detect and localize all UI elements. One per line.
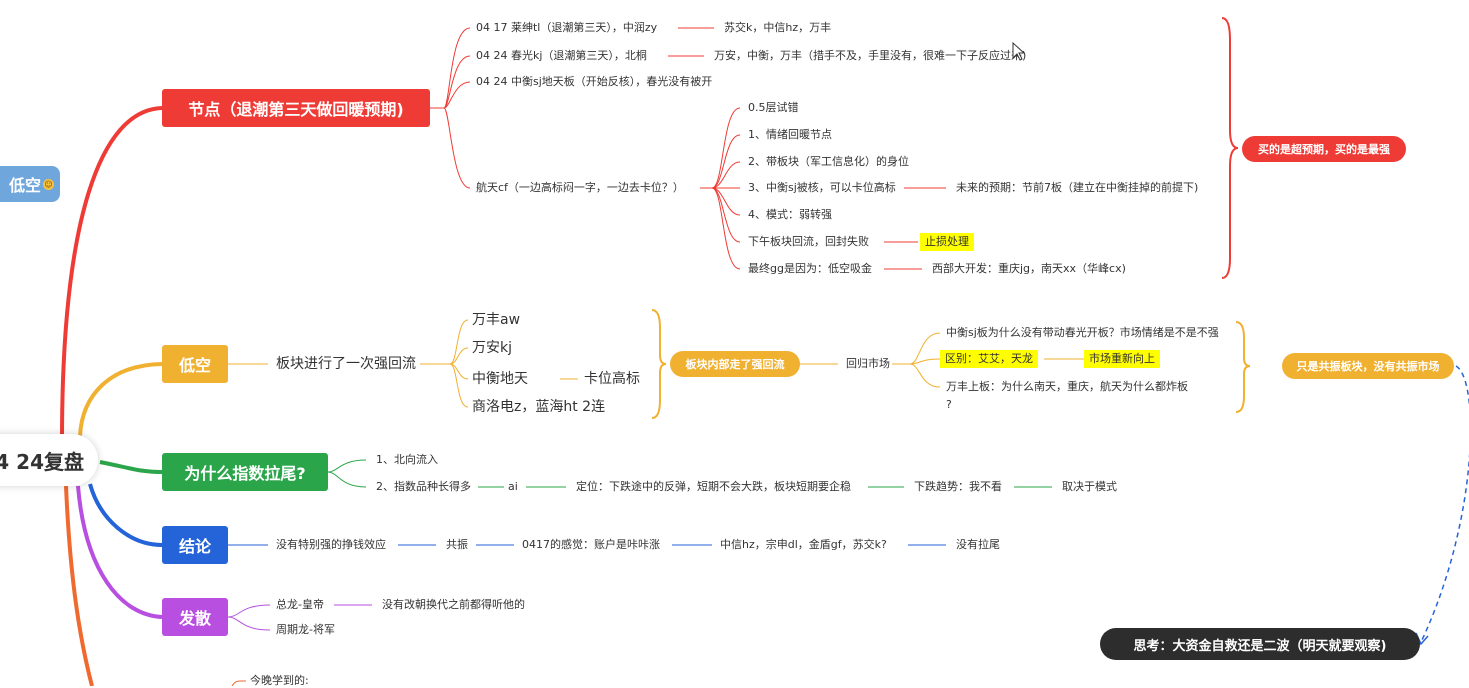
dikong-summary[interactable]: 只是共振板块，没有共振市场 [1282,353,1454,379]
branch-fasan[interactable]: 发散 [162,598,228,636]
branch-zhishu[interactable]: 为什么指数拉尾? [162,453,328,491]
hangtian-sub-7[interactable]: 最终gg是因为：低空吸金 [748,262,872,275]
dikong-market[interactable]: 回归市场 [846,357,890,370]
zhishu-chain-1[interactable]: ai [508,480,518,493]
jiedian-item-3[interactable]: 04 24 中衡sj地天板（开始反核），春光没有被开 [476,75,713,88]
dikong-stock-4[interactable]: 商洛电z，蓝海ht 2连 [472,399,606,415]
zhishu-chain-4[interactable]: 取决于模式 [1062,480,1117,493]
jiedian-summary[interactable]: 买的是超预期，买的是最强 [1242,136,1406,162]
fasan-item-1-detail[interactable]: 没有改朝换代之前都得听他的 [382,598,525,611]
hangtian-sub-7-detail[interactable]: 西部大开发：重庆jg，南天xx（华峰cx) [932,262,1126,275]
branch-dikong-label: 低空 [178,356,211,375]
dikong-stock-2[interactable]: 万安kj [472,340,512,356]
smile-emoji-icon: ☺ [43,178,54,190]
dikong-pill[interactable]: 板块内部走了强回流 [670,351,800,377]
market-item-2[interactable]: 区别：艾艾，天龙 [940,350,1038,368]
hangtian-sub-4-detail[interactable]: 未来的预期：节前7板（建立在中衡挂掉的前提下) [956,181,1199,194]
market-item-3-line2: ? [946,398,952,411]
branch-jiedian-label: 节点（退潮第三天做回暖预期) [188,100,404,119]
market-item-1[interactable]: 中衡sj板为什么没有带动春光开板？市场情绪是不是不强 [946,326,1219,339]
top-left-node[interactable]: 低空☺ [0,166,60,202]
top-left-label: 低空 [8,176,41,195]
branch-jielun[interactable]: 结论 [162,526,228,564]
zhishu-item-1[interactable]: 1、北向流入 [376,453,438,466]
hangtian-sub-3[interactable]: 2、带板块（军工信息化）的身位 [748,155,909,168]
root-label: 04 24复盘 [0,449,84,474]
mouse-cursor-icon [1012,42,1026,61]
jiedian-item-2[interactable]: 04 24 春光kj（退潮第三天），北桐 [476,49,647,62]
jiedian-item-1[interactable]: 04 17 莱绅tl（退潮第三天），中润zy [476,21,658,34]
zhishu-chain-2[interactable]: 定位：下跌途中的反弹，短期不会大跌，板块短期要企稳 [576,480,851,493]
branch-zhishu-label: 为什么指数拉尾? [184,464,306,483]
stop-loss-highlight[interactable]: 止损处理 [920,233,974,251]
bottom-partial-item[interactable]: 今晚学到的: [250,674,309,687]
dikong-stock-1[interactable]: 万丰aw [472,312,521,328]
hangtian-sub-4[interactable]: 3、中衡sj被核，可以卡位高标 [748,181,896,194]
branch-jiedian[interactable]: 节点（退潮第三天做回暖预期) [162,89,430,127]
dikong-pill-label: 板块内部走了强回流 [685,358,785,371]
jiedian-summary-label: 买的是超预期，买的是最强 [1258,143,1390,156]
thinking-label: 思考：大资金自救还是二波（明天就要观察) [1133,638,1387,654]
dikong-summary-label: 只是共振板块，没有共振市场 [1296,360,1440,373]
hangtian-sub-2[interactable]: 1、情绪回暖节点 [748,128,832,141]
market-up-highlight[interactable]: 市场重新向上 [1084,350,1160,368]
jiedian-item-2-detail[interactable]: 万安，中衡，万丰（措手不及，手里没有，很难一下子反应过来) [714,49,1027,62]
zhishu-item-2[interactable]: 2、指数品种长得多 [376,480,471,493]
dikong-stock-3-detail[interactable]: 卡位高标 [584,371,640,387]
fasan-item-2[interactable]: 周期龙-将军 [276,623,335,636]
jielun-chain-5[interactable]: 没有拉尾 [956,538,1000,551]
thinking-node[interactable]: 思考：大资金自救还是二波（明天就要观察) [1100,628,1420,660]
branch-fasan-label: 发散 [178,609,211,628]
root-node[interactable]: 04 24复盘 [0,434,98,486]
fasan-item-1[interactable]: 总龙-皇帝 [276,598,324,611]
jielun-chain-4[interactable]: 中信hz，宗申dl，金盾gf，苏交k? [720,538,887,551]
jiedian-item-1-detail[interactable]: 苏交k，中信hz，万丰 [724,21,832,34]
hangtian-sub-5[interactable]: 4、模式：弱转强 [748,208,832,221]
dikong-stock-3[interactable]: 中衡地天 [472,371,528,387]
dikong-sub[interactable]: 板块进行了一次强回流 [276,356,416,372]
branch-jielun-label: 结论 [178,537,211,556]
jiedian-item-4[interactable]: 航天cf（一边高标闷一字，一边去卡位？） [476,181,684,194]
market-item-3[interactable]: 万丰上板：为什么南天，重庆，航天为什么都炸板 [946,380,1188,393]
hangtian-sub-6[interactable]: 下午板块回流，回封失败 [748,235,869,248]
zhishu-chain-3[interactable]: 下跌趋势：我不看 [914,480,1002,493]
branch-dikong[interactable]: 低空 [162,345,228,383]
hangtian-sub-1[interactable]: 0.5层试错 [748,101,799,114]
jielun-chain-1[interactable]: 没有特别强的挣钱效应 [276,538,386,551]
jielun-chain-2[interactable]: 共振 [446,538,468,551]
jielun-chain-3[interactable]: 0417的感觉：账户是咔咔涨 [522,538,660,551]
